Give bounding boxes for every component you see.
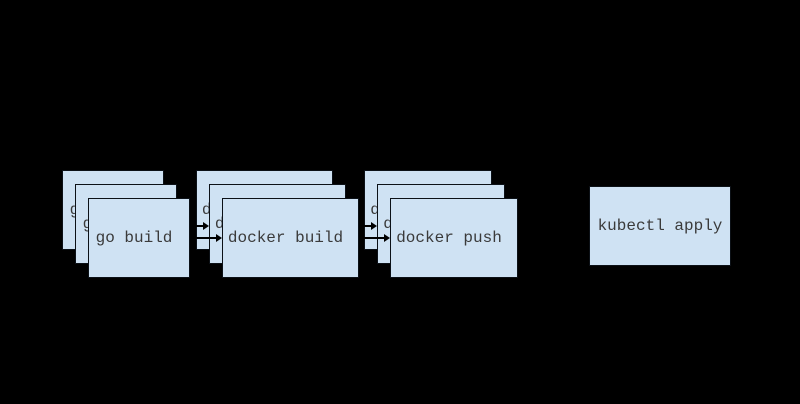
docker-build-to-docker-push-front-line	[359, 237, 385, 239]
go-build-label: go build	[95, 229, 173, 247]
go-build-to-docker-build-middle-arrowhead-icon	[203, 222, 209, 230]
kubectl-apply-label: kubectl apply	[597, 217, 723, 235]
go-build-to-docker-build-front-line	[190, 237, 217, 239]
go-build-to-docker-build-middle-line	[190, 225, 204, 227]
go-build-box-front: go build	[88, 198, 190, 278]
docker-build-to-docker-push-front-arrowhead-icon	[384, 234, 390, 242]
docker-build-to-docker-push-middle-line	[359, 225, 372, 227]
docker-build-box-front: docker build	[222, 198, 359, 278]
docker-push-box-front: docker push	[390, 198, 518, 278]
go-build-to-docker-build-front-arrowhead-icon	[216, 234, 222, 242]
docker-push-label: docker push	[396, 229, 502, 247]
docker-build-label: docker build	[227, 229, 344, 247]
kubectl-apply-box: kubectl apply	[589, 186, 731, 266]
docker-build-to-docker-push-middle-arrowhead-icon	[371, 222, 377, 230]
